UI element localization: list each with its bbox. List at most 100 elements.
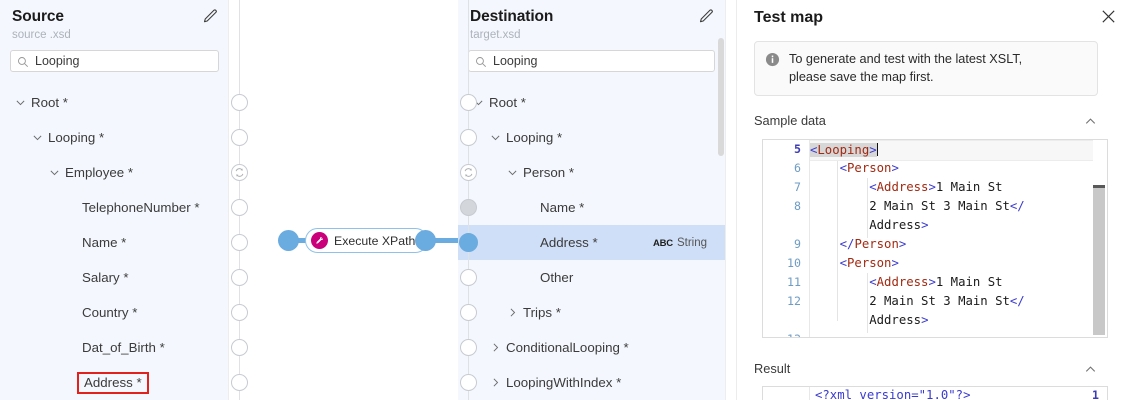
connector-node-conditionallooping[interactable] <box>460 339 477 356</box>
chevron-down-icon[interactable] <box>31 131 44 144</box>
destination-schema-panel: Destination target.xsd Root *Looping *Pe… <box>458 0 725 400</box>
result-label: Result <box>754 361 791 376</box>
tree-item-employee[interactable]: Employee * <box>0 155 229 190</box>
code-line[interactable]: <Person> <box>839 161 899 175</box>
scrollbar-thumb[interactable] <box>718 38 724 156</box>
info-banner-text: To generate and test with the latest XSL… <box>789 51 1022 86</box>
connector-node-root[interactable] <box>460 94 477 111</box>
type-badge-abbr: ABC <box>652 237 673 249</box>
tree-item-root[interactable]: Root * <box>0 85 229 120</box>
source-schema-tree: Root * Looping * Employee *TelephoneNumber… <box>0 85 229 400</box>
sample-data-section-header[interactable]: Sample data <box>754 113 1098 129</box>
tree-item-salary[interactable]: Salary * <box>0 260 229 295</box>
line-number: 9 <box>794 237 801 251</box>
source-search-box[interactable] <box>10 50 219 72</box>
tree-item-looping[interactable]: Looping * <box>0 120 229 155</box>
tree-item-telephonenumber[interactable]: TelephoneNumber * <box>0 190 229 225</box>
connector-node-name[interactable] <box>460 199 477 216</box>
tree-item-person[interactable]: Person * <box>458 155 725 190</box>
code-line[interactable]: 2 Main St 3 Main St</ <box>810 294 1025 308</box>
tree-item-address[interactable]: Address * <box>0 365 229 400</box>
connector-node-person[interactable] <box>460 164 477 181</box>
tree-item-other[interactable]: Other <box>458 260 725 295</box>
connector-node-telephonenumber[interactable] <box>231 199 248 216</box>
tree-item-trips[interactable]: Trips * <box>458 295 725 330</box>
chevron-right-icon[interactable] <box>489 341 502 354</box>
tree-item-country[interactable]: Country * <box>0 295 229 330</box>
search-icon <box>475 55 487 68</box>
chevron-down-icon[interactable] <box>506 166 519 179</box>
tree-item-label: Country * <box>82 304 138 320</box>
connector-node-looping[interactable] <box>231 129 248 146</box>
destination-scrollbar[interactable] <box>718 0 724 400</box>
editor-scrollbar[interactable] <box>1093 140 1106 337</box>
connector-node-looping[interactable] <box>460 129 477 146</box>
line-number: 6 <box>794 161 801 175</box>
source-schema-filename: source .xsd <box>12 29 71 41</box>
connector-node-country[interactable] <box>231 304 248 321</box>
type-badge-name: String <box>676 236 707 249</box>
connection-endpoint-left[interactable] <box>278 230 299 251</box>
connection-endpoint-mid[interactable] <box>415 230 436 251</box>
tree-item-label: Address * <box>77 371 149 394</box>
chevron-down-icon[interactable] <box>14 96 27 109</box>
sample-data-editor[interactable]: 5678910111213 <Looping> <Person> <Addres… <box>762 139 1108 338</box>
editor-code-area[interactable]: <Looping> <Person> <Address>1 Main St 2 … <box>810 140 1093 337</box>
mapping-canvas[interactable]: Execute XPath <box>229 0 465 400</box>
tree-item-label: ConditionalLooping * <box>506 339 629 355</box>
tree-indent-spacer <box>65 306 78 319</box>
tree-item-name[interactable]: Name * <box>0 225 229 260</box>
code-line[interactable]: 2 Main St 3 Main St</ <box>810 199 1025 213</box>
code-line[interactable]: <Address>1 Main St <box>869 275 1003 289</box>
chevron-up-icon[interactable] <box>1083 362 1098 377</box>
result-section-header[interactable]: Result <box>754 361 1098 377</box>
tree-item-root[interactable]: Root * <box>458 85 725 120</box>
connector-node-other[interactable] <box>460 269 477 286</box>
destination-panel-header: Destination target.xsd <box>458 0 725 42</box>
tree-item-label: Looping * <box>48 129 105 145</box>
line-number: 8 <box>794 199 801 213</box>
code-line[interactable] <box>810 330 1093 337</box>
edge-right <box>425 238 465 243</box>
result-editor[interactable]: 1 <?xml version="1.0"?> <box>762 386 1108 400</box>
chevron-up-icon[interactable] <box>1083 114 1098 129</box>
code-line[interactable]: <Looping> <box>810 140 1093 161</box>
destination-search-box[interactable] <box>468 50 715 72</box>
tree-indent-spacer <box>65 271 78 284</box>
code-line[interactable]: <Address>1 Main St <box>869 180 1003 194</box>
pencil-icon[interactable] <box>697 8 715 26</box>
connector-node-salary[interactable] <box>231 269 248 286</box>
code-line[interactable]: Address> <box>810 313 929 327</box>
connector-node-root[interactable] <box>231 94 248 111</box>
chevron-right-icon[interactable] <box>489 376 502 389</box>
code-line[interactable]: </Person> <box>839 237 907 251</box>
connector-node-address[interactable] <box>231 374 248 391</box>
destination-search-input[interactable] <box>493 54 708 68</box>
execute-xpath-node[interactable]: Execute XPath <box>305 228 429 253</box>
tree-item-conditionallooping[interactable]: ConditionalLooping * <box>458 330 725 365</box>
edge-left <box>285 238 315 243</box>
chevron-down-icon[interactable] <box>48 166 61 179</box>
connector-node-address[interactable] <box>459 233 478 252</box>
tree-item-datofbirth[interactable]: Dat_of_Birth * <box>0 330 229 365</box>
code-line[interactable]: <Person> <box>839 256 899 270</box>
source-search-input[interactable] <box>35 54 212 68</box>
connector-node-trips[interactable] <box>460 304 477 321</box>
connector-node-loopingwithindex[interactable] <box>460 374 477 391</box>
close-icon[interactable] <box>1100 8 1117 25</box>
chevron-down-icon[interactable] <box>489 131 502 144</box>
code-line[interactable]: Address> <box>810 218 929 232</box>
tree-indent-spacer <box>523 236 536 249</box>
tree-item-looping[interactable]: Looping * <box>458 120 725 155</box>
editor-scrollbar-thumb[interactable] <box>1093 187 1105 335</box>
save-map-info-banner: To generate and test with the latest XSL… <box>754 41 1098 96</box>
chevron-right-icon[interactable] <box>506 306 519 319</box>
connector-node-employee[interactable] <box>231 164 248 181</box>
connector-node-name[interactable] <box>231 234 248 251</box>
tree-item-loopingwithindex[interactable]: LoopingWithIndex * <box>458 365 725 400</box>
tree-item-name[interactable]: Name * <box>458 190 725 225</box>
connector-node-datofbirth[interactable] <box>231 339 248 356</box>
pencil-icon[interactable] <box>201 8 219 26</box>
